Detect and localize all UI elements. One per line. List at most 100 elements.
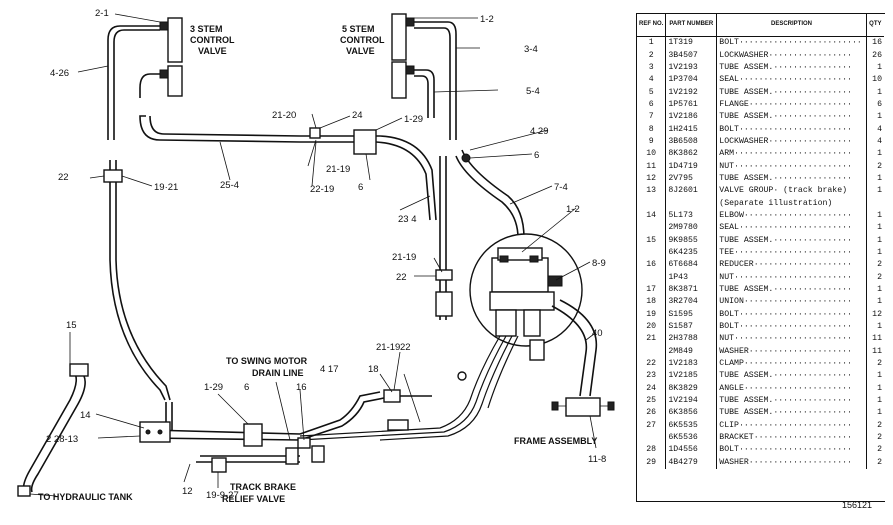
cell-ref: 22 [637,357,667,370]
swing-motor-line2: DRAIN LINE [252,368,304,378]
cell-ref: 9 [637,135,667,148]
callout-25-4: 25-4 [220,180,239,191]
cell-ref: 8 [637,123,667,136]
cell-desc: UNION······················ [716,295,867,309]
cell-ref: 25 [637,394,667,407]
callout-4-29: 4 29 [530,126,549,137]
cell-pn: 3R2704 [665,295,718,309]
cell-ref: 15 [637,234,667,247]
callout-21-19-low: 21-19 [376,342,400,353]
cell-qty: 1 [877,395,882,405]
cell-pn: 2V795 [665,172,718,185]
cell-desc: CLIP······················· [716,419,867,432]
callout-14: 14 [80,410,91,421]
cell-qty: 2 [877,260,882,270]
cell-desc: NUT························ [716,271,867,284]
cell-pn: 1V2194 [665,394,718,407]
cell-pn: 3B6508 [665,135,718,148]
callout-3-4: 3-4 [524,44,538,55]
frame-assembly-label: FRAME ASSEMBLY [514,436,597,446]
cell-ref [637,246,667,259]
cell-ref: 4 [637,74,667,87]
callout-12: 12 [182,486,193,497]
callout-19-9-27: 19-9-27 [206,490,239,501]
cell-pn: 8K3862 [665,148,718,161]
callout-1-2: 1-2 [480,14,494,25]
callout-19-21: 19·21 [154,182,178,193]
cell-pn: 9K9855 [665,234,718,247]
callout-11-8: 11-8 [588,454,606,465]
cell-pn: 1V2193 [665,61,718,75]
cell-qty: 1 [877,371,882,381]
cell-desc: REDUCER···················· [716,258,867,272]
callout-1-29-low: 1-29 [204,382,223,393]
cell-qty: 1 [877,63,882,73]
cell-pn: 1V2192 [665,86,718,99]
callout-8-9: 8-9 [592,258,606,269]
cell-ref [637,221,667,235]
cell-qty [866,197,884,209]
cell-desc: NUT························ [716,332,867,346]
cell-desc: FLANGE····················· [716,98,867,112]
cell-pn: 1T319 [665,36,718,50]
header-ref: REF NO. [637,14,667,37]
cell-qty: 2 [877,358,882,368]
cell-qty: 1 [877,235,882,245]
cell-desc: SEAL······················· [716,74,867,87]
cell-desc: BOLT······················· [716,308,867,321]
cell-ref: 26 [637,406,667,420]
header-qty: QTY [866,14,884,37]
cell-qty: 1 [877,211,882,221]
cell-pn: S1587 [665,320,718,333]
valve5-line2: CONTROL [340,35,385,45]
cell-pn: 6K5536 [665,431,718,444]
cell-qty: 1 [877,223,882,233]
table-row: (Separate illustration) [637,197,884,210]
cell-pn: 1D4556 [665,443,718,457]
valve3-line3: VALVE [198,46,227,56]
cell-qty: 1 [877,149,882,159]
callout-4-26: 4-26 [50,68,69,79]
cell-desc: TUBE ASSEM.················ [716,406,867,420]
cell-pn: 1P43 [665,271,718,284]
cell-qty: 2 [877,432,882,442]
cell-ref [637,345,667,358]
swing-brake-valve-assembly [469,233,583,361]
callout-23-4: 23 4 [398,214,417,225]
cell-pn: 1P5761 [665,98,718,112]
cell-qty: 10 [872,75,882,85]
header-part: PART NUMBER [665,14,718,37]
track-brake-line1: TRACK BRAKE [230,482,296,492]
cell-pn: 8J2601 [665,184,718,198]
callout-24: 24 [352,110,363,121]
callout-22-low: 22 [400,342,411,353]
cell-pn [665,197,718,210]
cell-qty: 1 [877,186,882,196]
parts-table-frame [636,13,885,502]
cell-desc: LOCKWASHER················· [716,135,867,148]
cell-pn: 2M9780 [665,221,718,235]
callout-22-mid: 22 [396,272,407,283]
parts-table-header: REF NO. PART NUMBER DESCRIPTION QTY [637,14,884,37]
cell-ref: 21 [637,332,667,346]
cell-ref: 11 [637,160,667,173]
callout-4-17: 4 17 [320,364,339,375]
